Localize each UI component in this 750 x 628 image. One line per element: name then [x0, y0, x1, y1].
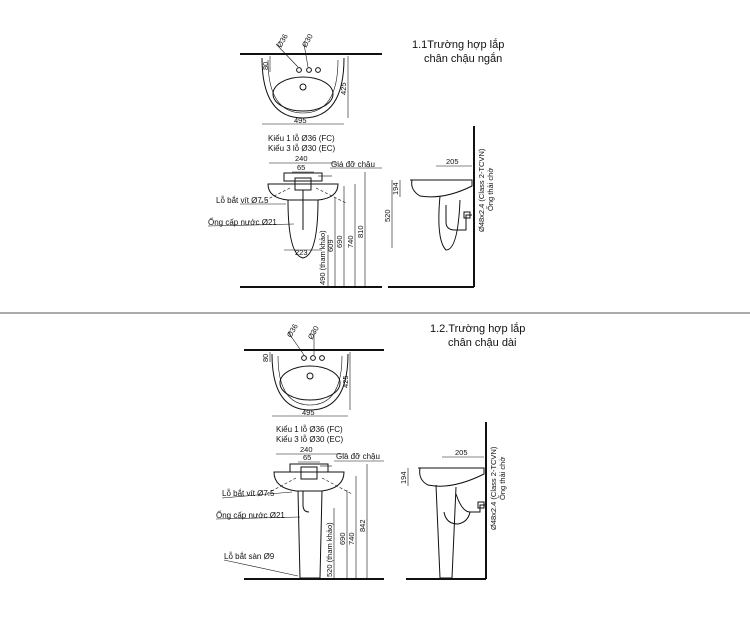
s1-dim-223: 223 [295, 248, 308, 257]
s2-bracket-label: Giá đỡ chậu [336, 452, 380, 461]
section-1-front-view: 240 65 223 Giá đỡ chậu Lỗ bắt vít Ø7.5 Ố… [207, 154, 382, 288]
s1-screw-label: Lỗ bắt vít Ø7.5 [216, 196, 269, 205]
section-2-front-view: 240 65 Giá đỡ chậu Lỗ bắt vít Ø7.5 Ống c… [215, 445, 384, 580]
s1-dim-d30: Ø30 [300, 32, 315, 49]
s2-side-205: 205 [455, 448, 468, 457]
section-2-title-line2: chân chậu dài [448, 337, 517, 349]
s1-dim-425: 425 [339, 82, 348, 95]
s1-side-drain: Ống thải chờ [485, 168, 495, 211]
s1-dim-810: 810 [356, 225, 365, 238]
s1-dim-609: 609 [326, 239, 335, 252]
s2-hole-note-2: Kiểu 3 lỗ Ø30 (EC) [276, 435, 343, 444]
s1-dim-240: 240 [295, 154, 308, 163]
s2-dim-740: 740 [347, 532, 356, 545]
s2-dim-240: 240 [300, 445, 313, 454]
section-2-top-view: Ø36 Ø30 80 425 495 [244, 322, 384, 417]
s1-dim-495: 495 [294, 116, 307, 125]
s1-hole-note-1: Kiểu 1 lỗ Ø36 (FC) [268, 134, 335, 143]
s2-dim-520: 520 (tham khảo) [325, 522, 334, 577]
s2-dim-690: 690 [338, 532, 347, 545]
section-1: 1.1Trường hợp lắp chân chậu ngắn Ø36 Ø30… [207, 32, 504, 288]
s2-dim-425: 425 [341, 375, 350, 388]
s1-side-205: 205 [446, 157, 459, 166]
s1-side-520: 520 [383, 209, 392, 222]
s2-pipe-label: Ống cấp nước Ø21 [216, 510, 285, 520]
s2-dim-d36: Ø36 [285, 322, 300, 339]
s2-side-194: 194 [399, 471, 408, 484]
s1-side-pipe: Ø48x2.4 (Class 2-TCVN) [477, 148, 486, 232]
section-2: 1.2.Trường hợp lắp chân chậu dài Ø36 Ø30… [215, 322, 525, 580]
s2-side-pipe: Ø48x2.4 (Class 2-TCVN) [489, 446, 498, 530]
s2-dim-65: 65 [303, 453, 311, 462]
s2-dim-842: 842 [358, 519, 367, 532]
section-1-side-view: 205 194 520 Ø48x2.4 (Class 2-TCVN) Ống t… [383, 126, 495, 288]
s1-hole-note-2: Kiểu 3 lỗ Ø30 (EC) [268, 144, 335, 153]
s2-floor-label: Lỗ bắt sàn Ø9 [224, 552, 275, 561]
s2-dim-80: 80 [261, 354, 270, 362]
section-1-title-line2: chân chậu ngắn [424, 52, 502, 65]
s1-dim-d36: Ø36 [275, 32, 290, 49]
section-1-top-view: Ø36 Ø30 80 425 495 [240, 32, 382, 125]
s2-screw-label: Lỗ bắt vít Ø7.5 [222, 489, 275, 498]
s1-bracket-label: Giá đỡ chậu [331, 160, 375, 169]
section-2-side-view: 205 194 Ø48x2.4 (Class 2-TCVN) Ống thải … [399, 422, 507, 580]
s1-dim-740: 740 [346, 235, 355, 248]
s1-dim-65: 65 [297, 163, 305, 172]
s1-dim-690: 690 [335, 235, 344, 248]
section-1-title-line1: 1.1Trường hợp lắp [412, 38, 504, 51]
s2-side-drain: Ống thải chờ [497, 457, 507, 500]
s2-hole-note-1: Kiểu 1 lỗ Ø36 (FC) [276, 425, 343, 434]
s1-dim-490: 490 (tham khảo) [318, 230, 327, 285]
section-2-title-line1: 1.2.Trường hợp lắp [430, 322, 525, 335]
s1-dim-80: 80 [261, 62, 270, 70]
s1-pipe-label: Ống cấp nước Ø21 [208, 217, 277, 227]
s1-side-194: 194 [391, 182, 400, 195]
s2-dim-d30: Ø30 [306, 324, 321, 341]
s2-dim-495: 495 [302, 408, 315, 417]
